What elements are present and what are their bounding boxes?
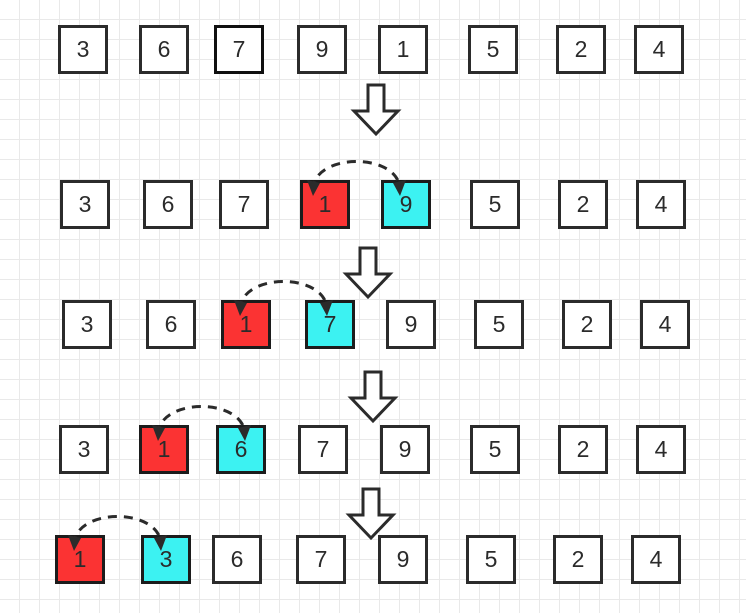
array-cell: 2 [553,535,603,584]
array-cell: 1 [300,180,350,229]
step-down-arrow [350,83,402,137]
array-cell: 9 [297,25,347,74]
array-cell: 7 [219,180,269,229]
array-cell: 5 [468,25,518,74]
array-cell: 2 [556,25,606,74]
array-cell: 5 [470,180,520,229]
array-cell: 5 [466,535,516,584]
array-cell: 3 [60,180,110,229]
step-down-arrow [342,246,394,300]
array-cell: 4 [636,180,686,229]
array-cell: 1 [139,425,189,474]
swap-arc-arrow [289,146,424,200]
array-cell: 9 [380,425,430,474]
array-cell: 1 [55,535,105,584]
array-cell: 7 [298,425,348,474]
array-cell: 2 [558,180,608,229]
array-cell: 6 [212,535,262,584]
array-cell: 1 [221,300,271,349]
array-cell: 4 [640,300,690,349]
array-cell: 3 [62,300,112,349]
swap-arc-arrow [50,501,185,555]
swap-arc-arrow [134,391,269,445]
array-cell: 2 [562,300,612,349]
array-cell: 9 [378,535,428,584]
array-cell: 2 [558,425,608,474]
step-down-arrow [345,487,397,541]
array-cell: 1 [378,25,428,74]
array-cell: 5 [474,300,524,349]
step-down-arrow [347,370,399,424]
array-cell: 9 [381,180,431,229]
array-cell: 4 [631,535,681,584]
array-cell: 6 [143,180,193,229]
array-cell: 4 [636,425,686,474]
array-cell: 3 [59,425,109,474]
array-cell: 9 [386,300,436,349]
array-cell: 6 [139,25,189,74]
array-cell: 7 [214,25,264,74]
array-cell: 7 [296,535,346,584]
array-cell: 5 [470,425,520,474]
array-cell: 3 [58,25,108,74]
swap-arc-arrow [216,266,351,320]
array-cell: 6 [146,300,196,349]
array-cell: 4 [634,25,684,74]
